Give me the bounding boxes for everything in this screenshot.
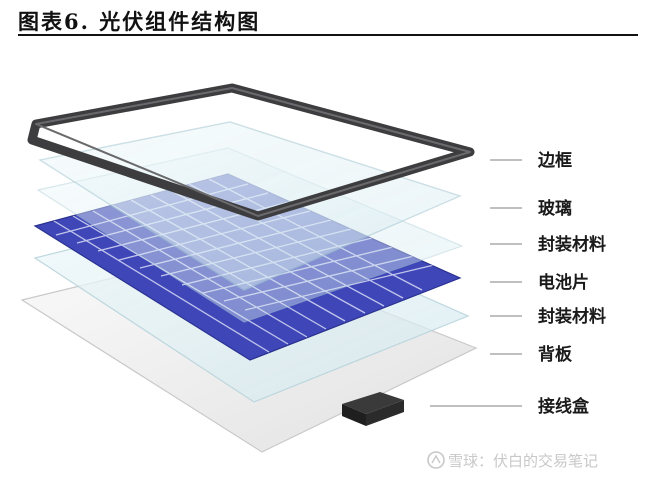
watermark: 雪球：伏白的交易笔记 [427,451,598,470]
label-encapsulant-bottom: 封装材料 [538,306,606,327]
figure-title: 图表6. 光伏组件结构图 [18,9,261,34]
label-junction-box: 接线盒 [538,396,590,417]
label-encapsulant-top: 封装材料 [538,234,606,255]
snowball-icon [427,451,445,469]
label-glass: 玻璃 [538,198,572,219]
label-solar-cells: 电池片 [538,272,589,293]
watermark-text: 雪球：伏白的交易笔记 [448,452,598,470]
title-rule [18,34,638,36]
junction-box [342,392,404,426]
glass-layer [38,121,462,291]
label-backsheet: 背板 [538,344,573,365]
frame-layer [27,83,475,221]
figure-header: 图表6. 光伏组件结构图 [18,4,638,36]
connector-lines [430,159,522,407]
label-frame: 边框 [537,150,572,171]
